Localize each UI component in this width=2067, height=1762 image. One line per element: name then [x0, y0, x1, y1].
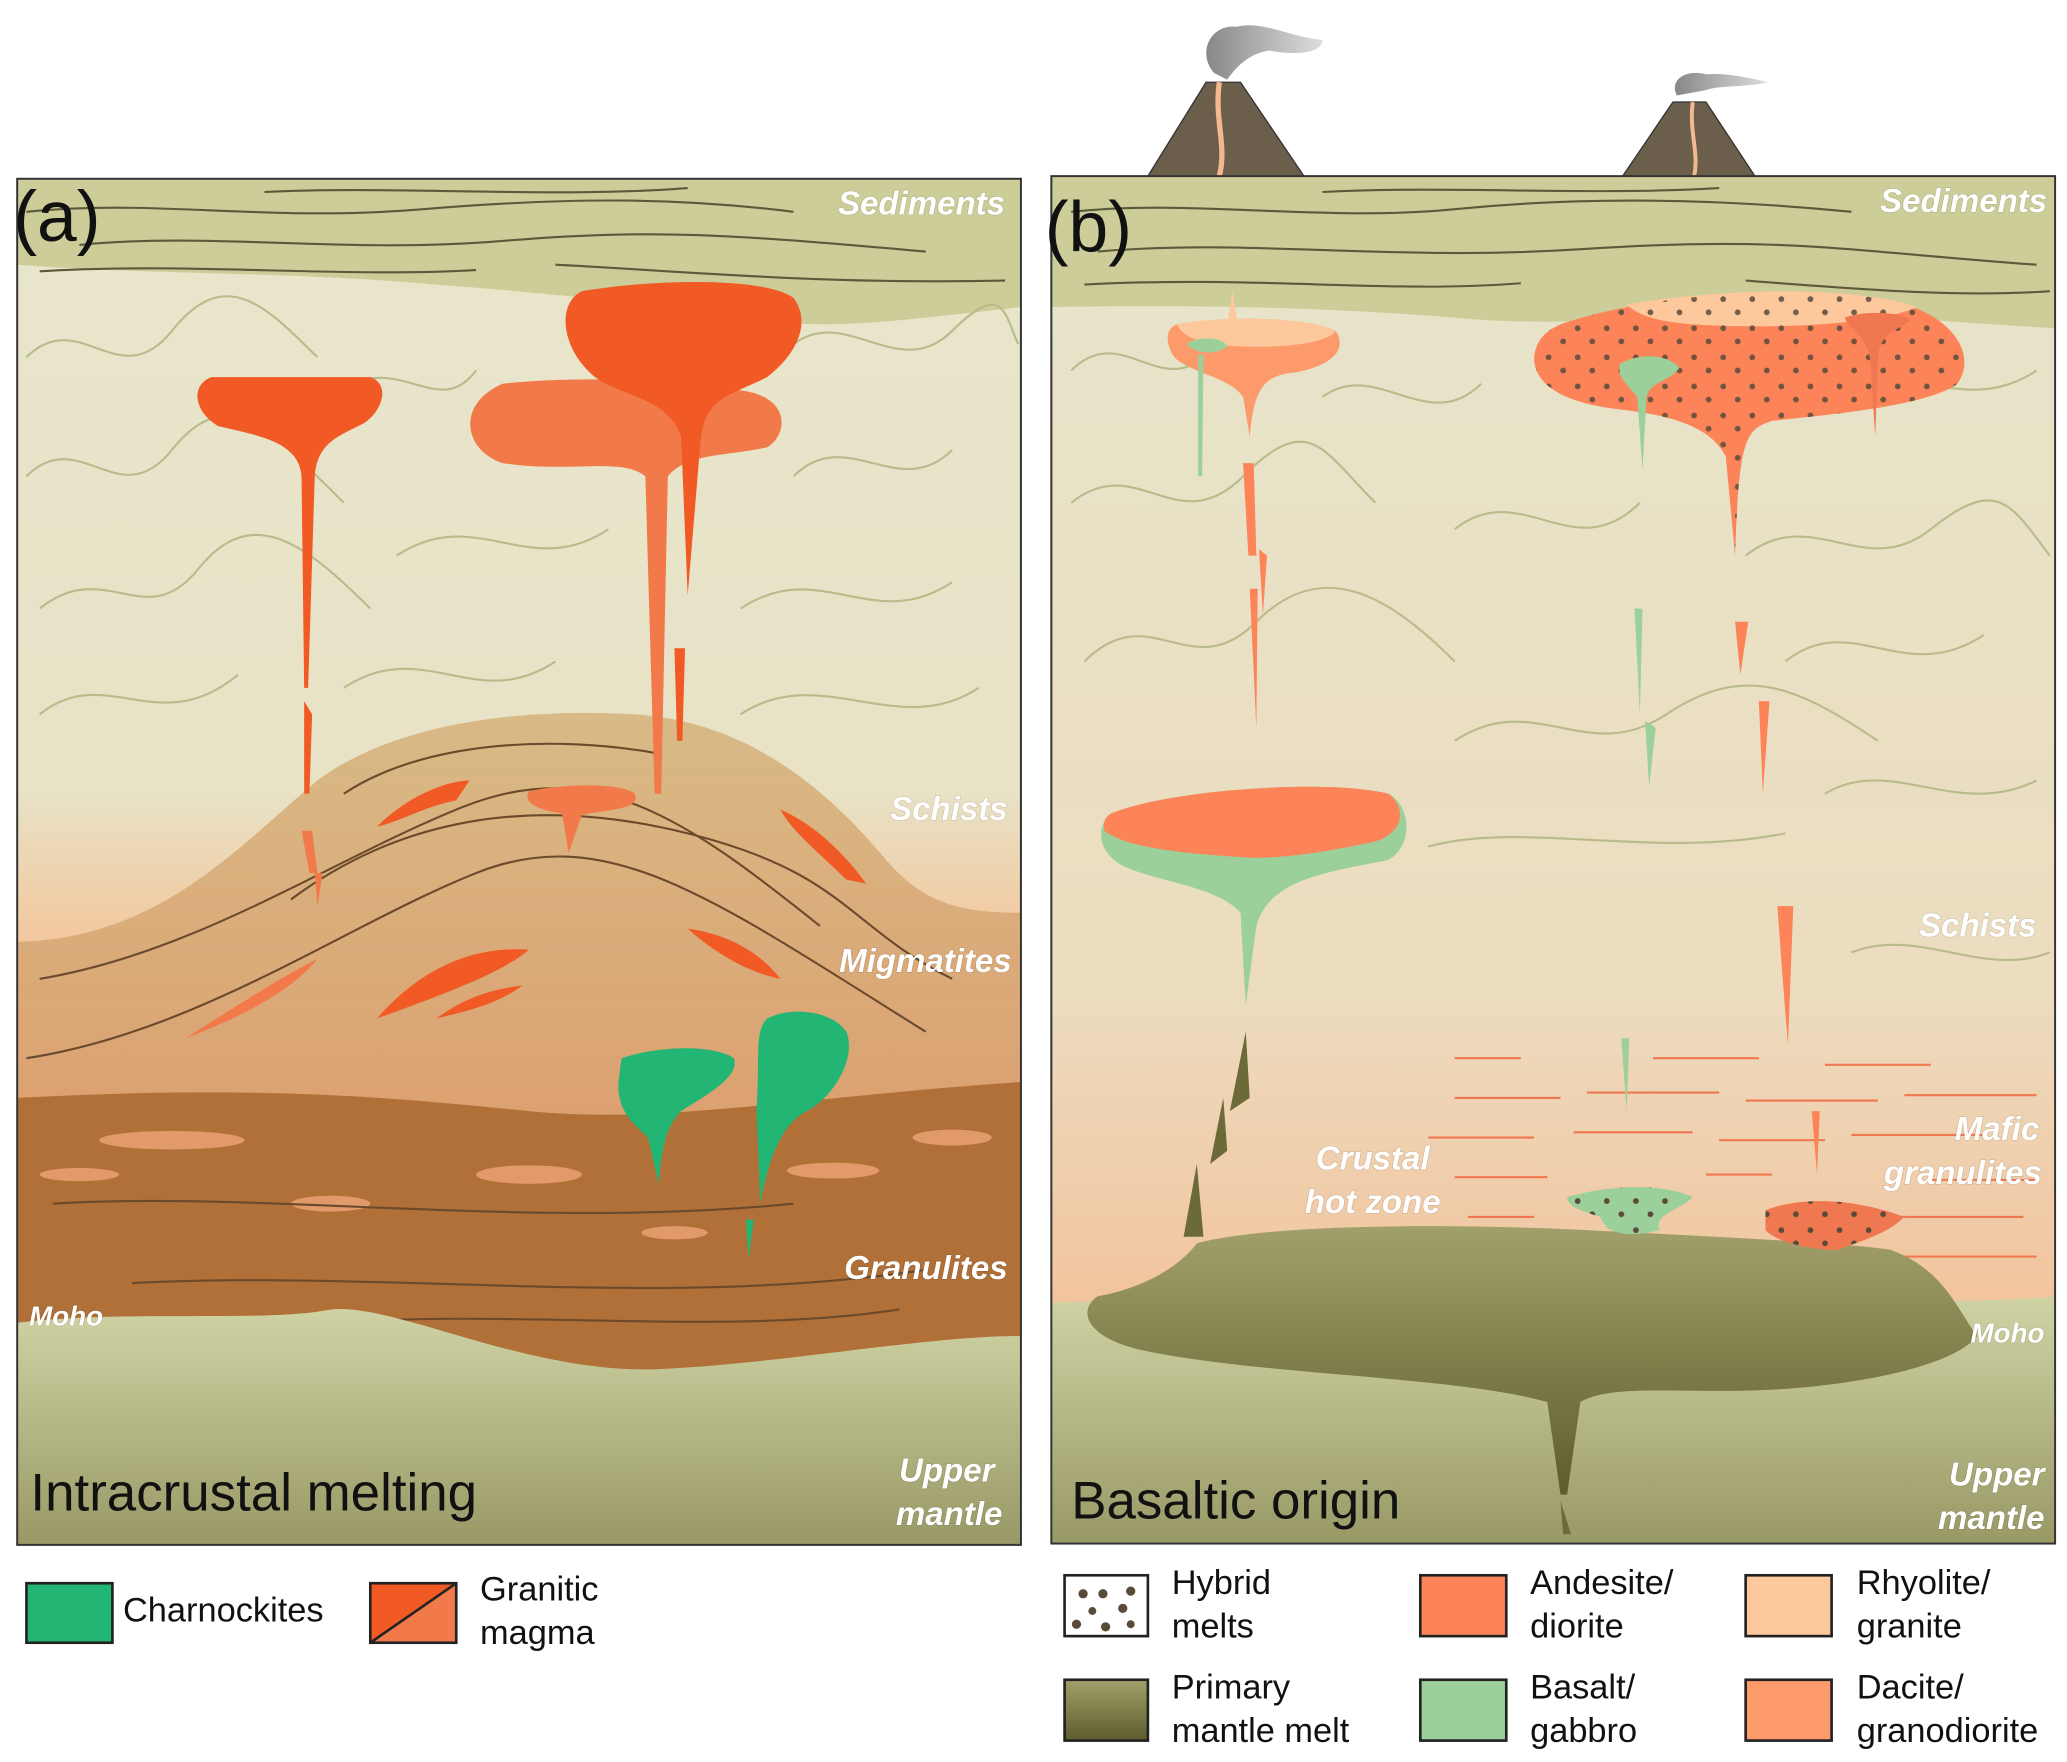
volcano-right	[1621, 72, 1769, 177]
label-schists: Schists	[890, 791, 1008, 828]
legend-a: Charnockites Granitic magma	[25, 1570, 598, 1652]
legend-label-1: Granitic	[480, 1570, 598, 1608]
legend-label-2: diorite	[1530, 1607, 1624, 1645]
legend-label-1: Basalt/	[1530, 1668, 1636, 1706]
label-migmatites: Migmatites	[839, 943, 1012, 980]
label-granulites: Granulites	[844, 1250, 1007, 1287]
panel-a-letter: (a)	[13, 177, 100, 257]
panel-b: (b) Sediments Schists Crustal hot zone M…	[1045, 25, 2057, 1545]
legend-swatch	[25, 1581, 114, 1645]
panel-b-frame	[1050, 175, 2057, 1545]
label-sediments: Sediments	[838, 185, 1005, 222]
legend-label-2: granite	[1857, 1607, 1962, 1645]
label-schists: Schists	[1919, 908, 2037, 945]
volcano-left	[1146, 25, 1323, 177]
mafic-granulite-foliation	[1428, 1057, 2037, 1258]
panel-a-frame	[16, 177, 1022, 1546]
legend-label-2: granodiorite	[1857, 1712, 2039, 1750]
legend-item-rhyolite-granite: Rhyolite/ granite	[1744, 1564, 1991, 1645]
legend-label-1: Rhyolite/	[1857, 1564, 1991, 1602]
legend-item-charnockites: Charnockites	[25, 1581, 324, 1645]
legend-label-1: Primary	[1172, 1668, 1291, 1706]
legend-label-1: Andesite/	[1530, 1564, 1674, 1602]
sediments-layer	[1051, 176, 2056, 329]
label-mafic-granulites-2: granulites	[1883, 1155, 2042, 1192]
label-sediments: Sediments	[1880, 183, 2047, 220]
legend-label-2: melts	[1172, 1607, 1254, 1645]
legend-label-2: magma	[480, 1614, 596, 1652]
legend-label-1: Dacite/	[1857, 1668, 1964, 1706]
upper-mantle	[17, 1309, 1021, 1545]
panel-b-letter: (b)	[1045, 188, 1132, 268]
legend-item-granitic-magma: Granitic magma	[368, 1570, 598, 1652]
legend-label: Charnockites	[123, 1592, 324, 1630]
legend-item-primary-mantle-melt: Primary mantle melt	[1063, 1668, 1350, 1750]
granulite-lenses	[39, 1129, 992, 1240]
panel-b-title: Basaltic origin	[1071, 1471, 1400, 1530]
panel-a-title: Intracrustal melting	[30, 1463, 477, 1522]
label-upper-mantle-1: Upper	[1949, 1456, 2047, 1493]
schist-foliation	[1070, 343, 2051, 962]
legend-label-2: mantle melt	[1172, 1712, 1350, 1750]
mantle-melt-dikes	[1183, 1031, 1572, 1535]
legend-item-andesite-diorite: Andesite/ diorite	[1418, 1564, 1674, 1645]
primary-mantle-melt-sill	[1087, 1226, 1978, 1495]
legend-item-dacite-granodiorite: Dacite/ granodiorite	[1744, 1668, 2039, 1750]
sediments-layer	[17, 178, 1021, 325]
label-moho: Moho	[1971, 1318, 2045, 1349]
legend-b: Hybrid melts Andesite/ diorite Rhyolite/…	[1063, 1564, 2039, 1750]
label-upper-mantle-1: Upper	[899, 1452, 997, 1489]
granitic-magma-bodies	[185, 281, 867, 1039]
sediment-bedding	[1071, 186, 2050, 295]
label-upper-mantle-2: mantle	[896, 1496, 1003, 1533]
sediment-bedding	[26, 186, 1006, 283]
magma-bodies	[1101, 291, 1965, 1250]
legend-item-hybrid-melts: Hybrid melts	[1063, 1564, 1271, 1645]
migmatite-foliation	[26, 742, 953, 1324]
legend-item-basalt-gabbro: Basalt/ gabbro	[1418, 1668, 1637, 1750]
hybrid-dots-icon	[1071, 1586, 1136, 1632]
legend-label-1: Hybrid	[1172, 1564, 1271, 1602]
label-upper-mantle-2: mantle	[1938, 1500, 2045, 1537]
label-moho: Moho	[29, 1300, 103, 1331]
legend-label-2: gabbro	[1530, 1712, 1637, 1750]
label-mafic-granulites-1: Mafic	[1955, 1111, 2039, 1148]
label-crustal-hot-zone-2: hot zone	[1305, 1184, 1441, 1221]
charnockite-bodies	[618, 1011, 849, 1260]
panel-a: (a) Sediments Schists Migmatites Granuli…	[13, 177, 1022, 1546]
label-crustal-hot-zone-1: Crustal	[1316, 1140, 1431, 1177]
